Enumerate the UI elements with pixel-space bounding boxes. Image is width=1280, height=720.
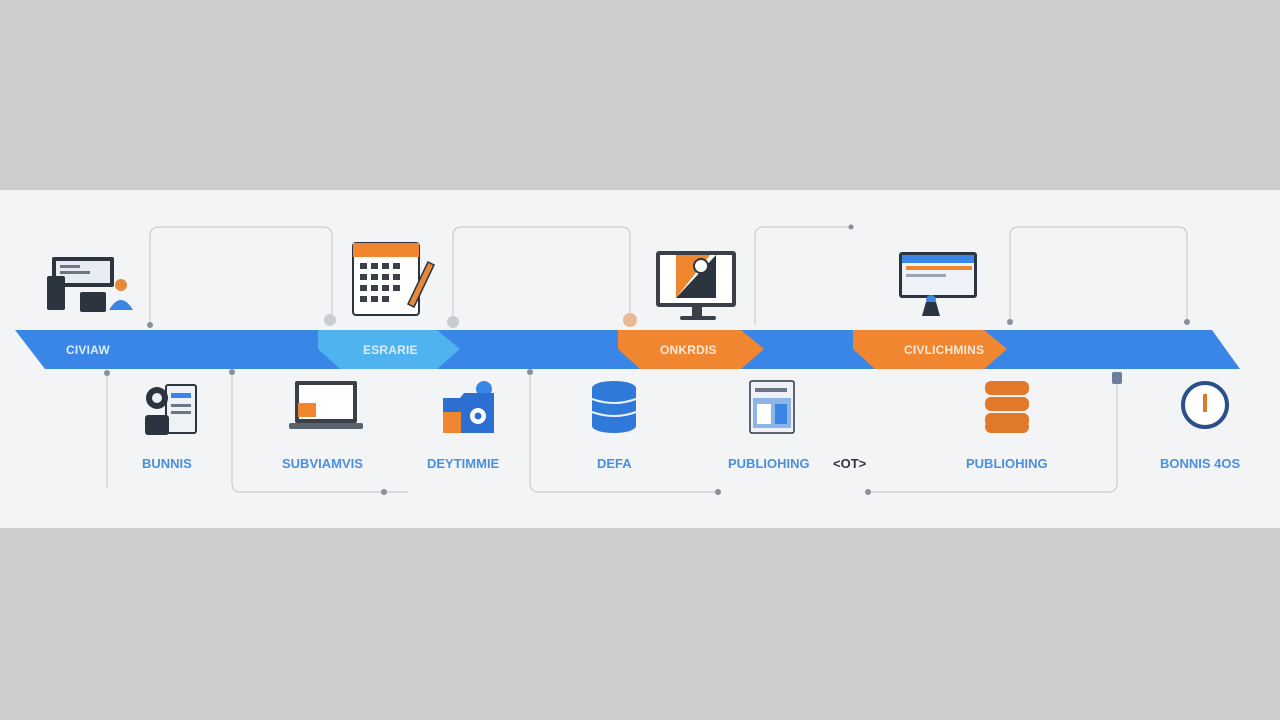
timeline-panel [0, 190, 1280, 528]
stage-label-2: ESRARIE [363, 343, 418, 357]
step-label-4: DEFA [597, 456, 632, 471]
stage-label-4: CIVLICHMINS [904, 343, 985, 357]
stage-label-3: ONKRDIS [660, 343, 717, 357]
step-label-6: <OT> [833, 456, 867, 471]
step-label-1: BUNNIS [142, 456, 192, 471]
stage-label-1: CIVIAW [66, 343, 110, 357]
step-label-8: BONNIS 4OS [1160, 456, 1241, 471]
step-label-2: SUBVIAMVIS [282, 456, 363, 471]
step-label-7: PUBLIOHING [966, 456, 1048, 471]
step-label-5: PUBLIOHING [728, 456, 810, 471]
step-label-3: DEYTIMMIE [427, 456, 500, 471]
